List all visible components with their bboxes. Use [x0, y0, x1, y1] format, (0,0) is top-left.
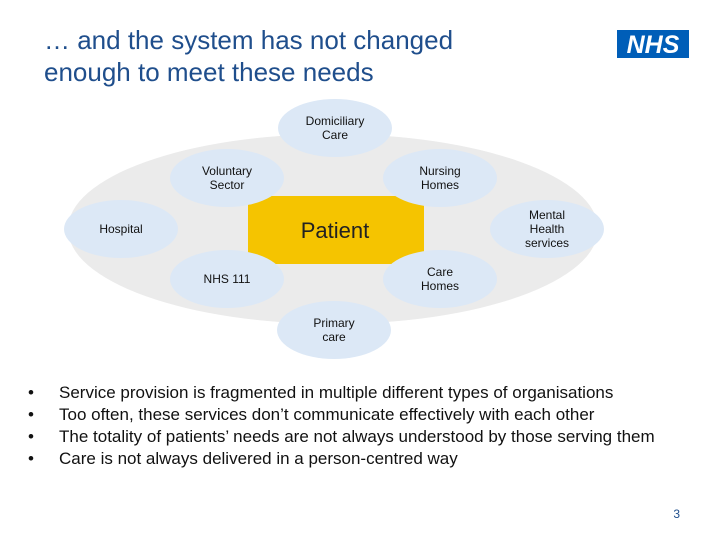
node-label: Nursing: [419, 164, 460, 178]
title-line-1: … and the system has not changed: [44, 25, 454, 55]
bullet-marker: •: [28, 405, 34, 424]
node-ellipse: [383, 250, 497, 308]
patient-label: Patient: [301, 218, 370, 243]
service-nodes: DomiciliaryCareVoluntarySectorNursingHom…: [64, 99, 604, 359]
patient-services-diagram: Patient DomiciliaryCareVoluntarySectorNu…: [64, 99, 604, 359]
slide-title: … and the system has not changed enough …: [44, 24, 564, 88]
bullet-text: The totality of patients’ needs are not …: [59, 427, 655, 446]
node-ellipse: [64, 200, 178, 258]
bullet-item: • Too often, these services don’t commun…: [28, 405, 698, 424]
node-label: Care: [427, 265, 453, 279]
node-ellipse: [277, 301, 391, 359]
node-label: Hospital: [99, 222, 142, 236]
bullet-text: Care is not always delivered in a person…: [59, 449, 458, 468]
node-label: Voluntary: [202, 164, 252, 178]
node-nhs111: NHS 111: [170, 250, 284, 308]
nhs-logo-box: [617, 30, 689, 58]
node-label: Homes: [421, 178, 459, 192]
bullet-text: Service provision is fragmented in multi…: [59, 383, 614, 402]
node-label: Domiciliary: [306, 114, 365, 128]
node-ellipse: [170, 149, 284, 207]
bullet-marker: •: [28, 383, 34, 402]
nhs-logo-text: NHS: [627, 31, 680, 58]
nhs-logo: NHS: [617, 30, 689, 58]
node-label: NHS 111: [204, 272, 251, 286]
bullet-list: • Service provision is fragmented in mul…: [28, 383, 698, 471]
node-ellipse: [490, 200, 604, 258]
node-label: services: [525, 236, 569, 250]
title-line-2: enough to meet these needs: [44, 57, 374, 87]
page-number: 3: [673, 507, 680, 521]
bullet-item: • Service provision is fragmented in mul…: [28, 383, 698, 402]
patient-box: [248, 196, 424, 264]
node-ellipse: [278, 99, 392, 157]
node-label: Sector: [210, 178, 245, 192]
node-ellipse: [383, 149, 497, 207]
node-ellipse: [170, 250, 284, 308]
bullet-marker: •: [28, 449, 34, 468]
bullet-item: • Care is not always delivered in a pers…: [28, 449, 698, 468]
node-hospital: Hospital: [64, 200, 178, 258]
node-label: Mental: [529, 208, 565, 222]
node-label: Care: [322, 128, 348, 142]
bullet-text: Too often, these services don’t communic…: [59, 405, 595, 424]
bullet-item: • The totality of patients’ needs are no…: [28, 427, 698, 446]
node-label: Primary: [313, 316, 354, 330]
bullet-marker: •: [28, 427, 34, 446]
node-label: care: [322, 330, 346, 344]
node-label: Homes: [421, 279, 459, 293]
node-label: Health: [530, 222, 565, 236]
